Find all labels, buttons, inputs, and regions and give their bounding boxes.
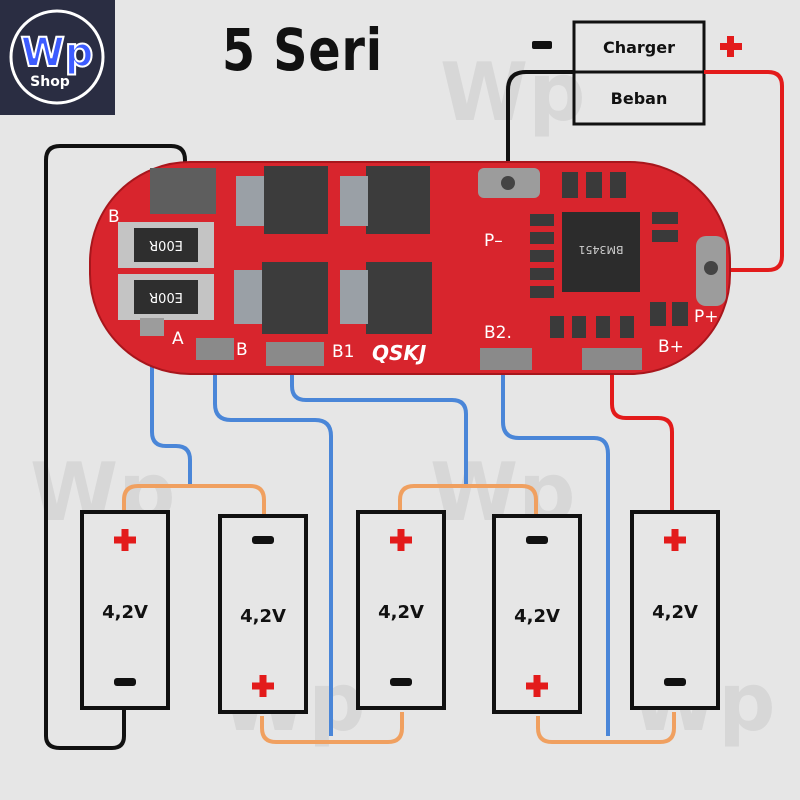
label-a: A xyxy=(172,329,184,349)
shop-logo: Wp Shop xyxy=(0,0,115,115)
mosfet-1 xyxy=(236,166,328,234)
label-b1: B1 xyxy=(332,342,354,362)
battery-cell: 4,2V xyxy=(218,514,308,714)
pad-b1 xyxy=(266,342,324,366)
label-p-minus: P– xyxy=(484,231,503,251)
cell-voltage-label: 4,2V xyxy=(378,602,424,623)
link-top-2 xyxy=(398,484,538,516)
cell-voltage-label: 4,2V xyxy=(240,606,286,627)
label-p-plus: P+ xyxy=(694,307,719,327)
pad-b xyxy=(196,338,234,360)
link-bottom-2 xyxy=(536,712,676,744)
logo-main: Wp xyxy=(21,30,94,76)
link-top-1 xyxy=(122,484,266,516)
wire-b xyxy=(213,350,333,736)
cell-voltage-label: 4,2V xyxy=(652,602,698,623)
pcb-brand: QSKJ xyxy=(372,341,427,365)
battery-cell: 4,2V xyxy=(80,510,170,710)
wire-p-minus xyxy=(506,70,574,182)
page-title: 5 Seri xyxy=(222,16,383,84)
wires xyxy=(44,70,784,750)
label-b-minus: B xyxy=(108,207,120,227)
bms-chip: BM3451 xyxy=(562,212,640,292)
smd-components xyxy=(530,172,688,338)
shunt-resistor-2: E00R xyxy=(118,274,214,320)
pad-a xyxy=(140,318,164,336)
label-b: B xyxy=(236,340,248,360)
wire-b-minus xyxy=(44,144,187,750)
shunt-resistor-1: E00R xyxy=(118,222,214,268)
positive-terminal-icon xyxy=(390,529,412,551)
battery-cell: 4,2V xyxy=(630,510,720,710)
battery-cells: 4,2V 4,2V 4,2V 4,2V 4,2V xyxy=(80,510,720,714)
negative-terminal-icon xyxy=(390,678,412,686)
pad-b-plus xyxy=(582,348,642,370)
pad-b2 xyxy=(480,348,532,370)
wire-b2 xyxy=(501,360,610,736)
negative-terminal-icon xyxy=(252,536,274,544)
beban-label: Beban xyxy=(611,89,668,108)
plus-sign xyxy=(720,36,742,57)
svg-text:E00R: E00R xyxy=(149,237,183,252)
svg-text:BM3451: BM3451 xyxy=(578,243,623,256)
wire-b-plus xyxy=(610,362,674,512)
wire-a xyxy=(150,330,192,488)
positive-terminal-icon xyxy=(252,675,274,697)
positive-terminal-icon xyxy=(664,529,686,551)
mosfet-4 xyxy=(340,262,432,334)
negative-terminal-icon xyxy=(114,678,136,686)
label-b2: B2. xyxy=(484,323,512,343)
wire-p-plus xyxy=(704,70,784,272)
mosfet-2 xyxy=(340,166,430,234)
logo-sub: Shop xyxy=(30,74,70,90)
label-b-plus: B+ xyxy=(658,337,684,357)
battery-cell: 4,2V xyxy=(492,514,582,714)
svg-text:Wp: Wp xyxy=(440,46,586,139)
link-bottom-1 xyxy=(260,712,404,744)
negative-terminal-icon xyxy=(664,678,686,686)
mosfet-3 xyxy=(234,262,328,334)
bms-pcb: E00R E00R BM3451 B A B B1 B2. xyxy=(89,161,731,375)
positive-terminal-icon xyxy=(114,529,136,551)
minus-sign xyxy=(532,41,552,49)
negative-terminal-icon xyxy=(526,536,548,544)
cell-voltage-label: 4,2V xyxy=(102,602,148,623)
charger-label: Charger xyxy=(603,38,675,57)
cell-voltage-label: 4,2V xyxy=(514,606,560,627)
battery-cell: 4,2V xyxy=(356,510,446,710)
positive-terminal-icon xyxy=(526,675,548,697)
wire-b1 xyxy=(290,350,468,488)
svg-text:E00R: E00R xyxy=(149,289,183,304)
